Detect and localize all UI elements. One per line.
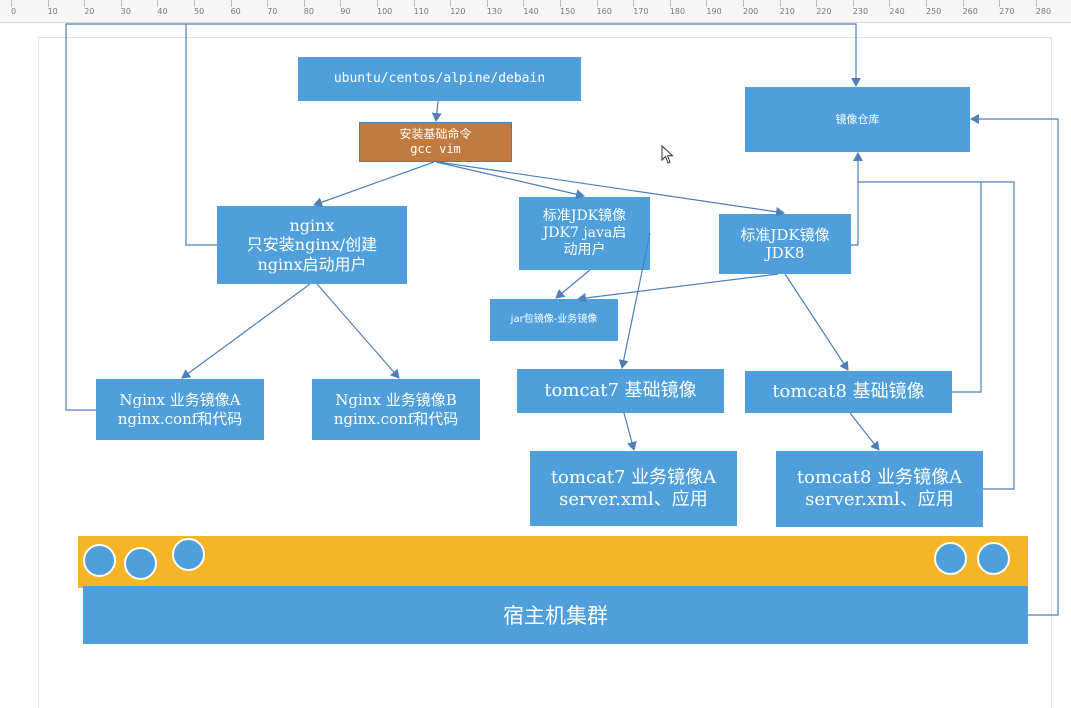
ruler-tick-label: 60 [230,7,241,16]
ruler-tick-label: 80 [303,7,314,16]
ruler-tick-label: 50 [194,7,205,16]
ruler-tick-label: 260 [962,7,978,16]
ruler-tick [889,0,891,7]
ruler-tick-label: 100 [377,7,393,16]
jdk7-image-box[interactable]: 标准JDK镜像 JDK7 java启 动用户 [519,197,650,270]
tomcat7-business-image-box[interactable]: tomcat7 业务镜像A server.xml、应用 [530,451,737,526]
ruler-tick-label: 240 [889,7,905,16]
nginx-business-image-a-box[interactable]: Nginx 业务镜像A nginx.conf和代码 [96,379,264,440]
jdk8-image-box[interactable]: 标准JDK镜像 JDK8 [719,214,851,274]
ruler-tick [706,0,708,7]
ruler-tick [999,0,1001,7]
ruler-tick-label: 230 [852,7,869,16]
nginx-base-image-box[interactable]: nginx 只安装nginx/创建 nginx启动用户 [217,206,407,284]
host-cluster-band [78,536,1028,588]
ruler-tick [743,0,744,7]
ruler-tick-label: 220 [816,7,832,16]
ruler-tick [267,0,269,7]
ruler-tick [120,0,122,7]
jar-business-image-box[interactable]: jar包镜像-业务镜像 [490,299,618,341]
ruler-tick-label: 110 [413,7,429,16]
ruler-tick [486,0,488,7]
ruler-tick [47,0,49,7]
ruler-tick [816,0,818,7]
ruler-tick [84,0,86,7]
ruler-tick-label: 90 [340,7,351,16]
ruler-tick-label: 190 [706,7,722,16]
tomcat8-base-image-box[interactable]: tomcat8 基础镜像 [745,371,952,413]
ruler-tick-label: 40 [157,7,168,16]
host-node-icon[interactable] [934,542,967,575]
ruler-tick-label: 70 [267,7,278,16]
nginx-business-image-b-box[interactable]: Nginx 业务镜像B nginx.conf和代码 [312,379,480,440]
ruler-tick [779,0,781,7]
base-os-box[interactable]: ubuntu/centos/alpine/debain [298,57,581,101]
ruler-tick [633,0,635,7]
ruler-tick-label: 160 [596,7,612,16]
ruler-tick-label: 150 [560,7,576,16]
ruler-tick-label: 0 [11,7,17,16]
host-node-icon[interactable] [172,538,205,571]
image-registry-box[interactable]: 镜像仓库 [745,87,970,152]
host-cluster-box[interactable]: 宿主机集群 [83,586,1028,644]
ruler-tick [962,0,964,7]
mouse-pointer-icon [661,145,674,164]
top-ruler: 0 10 20 30 40 50 60 70 80 90 100 110 120 130 140 150 160… [0,0,1071,23]
ruler-tick-label: 140 [523,7,539,16]
ruler-tick-label: 20 [84,7,95,16]
ruler-tick-label: 200 [743,7,759,16]
ruler-tick [157,0,159,7]
ruler-tick-label: 250 [926,7,942,16]
ruler-tick-label: 210 [779,7,795,16]
tomcat7-base-image-box[interactable]: tomcat7 基础镜像 [517,369,724,413]
host-node-icon[interactable] [977,542,1010,575]
ruler-tick-label: 130 [486,7,503,16]
ruler-tick [560,0,561,7]
ruler-tick [340,0,342,7]
ruler-tick [926,0,927,7]
ruler-tick [1035,0,1037,7]
ruler-tick [596,0,598,7]
tomcat8-business-image-box[interactable]: tomcat8 业务镜像A server.xml、应用 [776,451,983,527]
ruler-tick [377,0,378,7]
ruler-tick-label: 180 [669,7,686,16]
ruler-tick-label: 30 [120,7,131,16]
install-commands-box[interactable]: 安装基础命令 gcc vim [359,122,512,162]
ruler-tick-label: 10 [47,7,58,16]
ruler-tick-label: 270 [999,7,1015,16]
ruler-tick [11,0,12,7]
ruler-tick [303,0,305,7]
ruler-tick [413,0,415,7]
host-node-icon[interactable] [124,547,157,580]
ruler-tick [450,0,452,7]
ruler-tick-label: 170 [633,7,649,16]
ruler-tick [669,0,671,7]
ruler-tick [852,0,854,7]
ruler-tick-label: 120 [450,7,466,16]
ruler-tick [230,0,232,7]
ruler-tick [194,0,195,7]
ruler-tick [523,0,525,7]
ruler-tick-label: 280 [1035,7,1052,16]
host-node-icon[interactable] [83,544,116,577]
